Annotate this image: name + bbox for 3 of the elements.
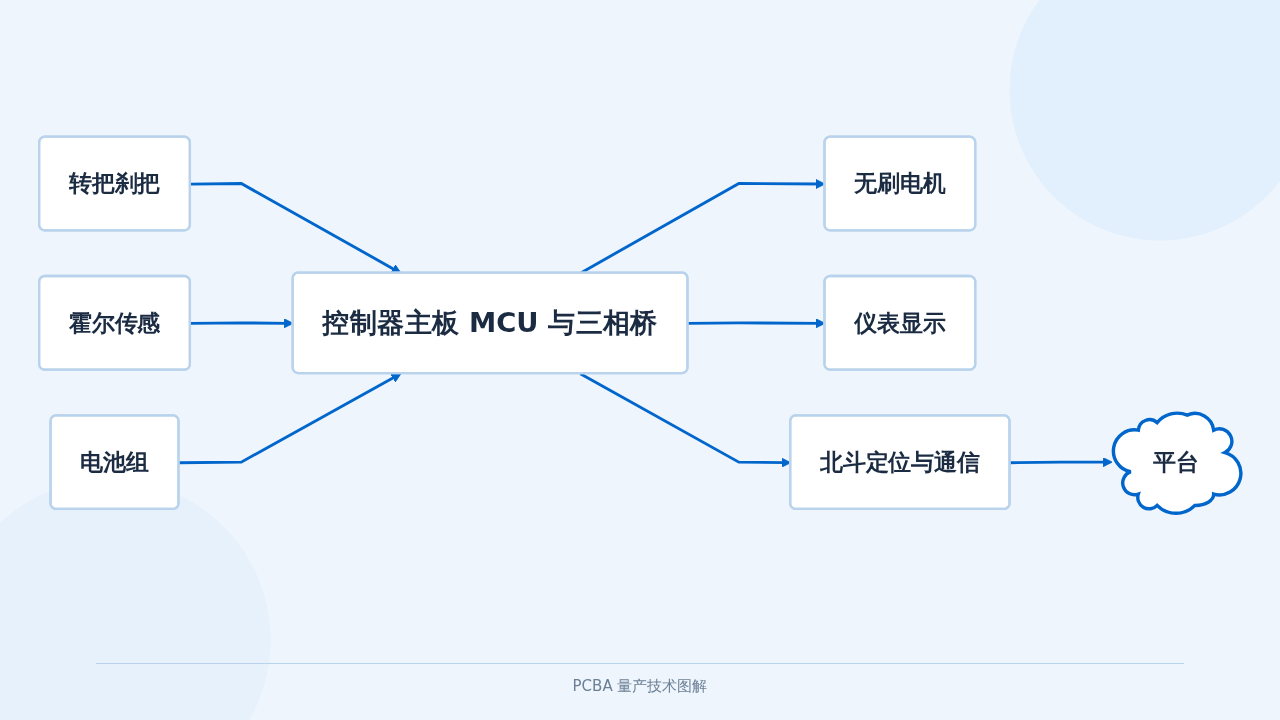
arrow: [179, 373, 402, 465]
caption: PCBA 量产技术图解: [572, 677, 708, 695]
arrow: [1010, 457, 1113, 468]
